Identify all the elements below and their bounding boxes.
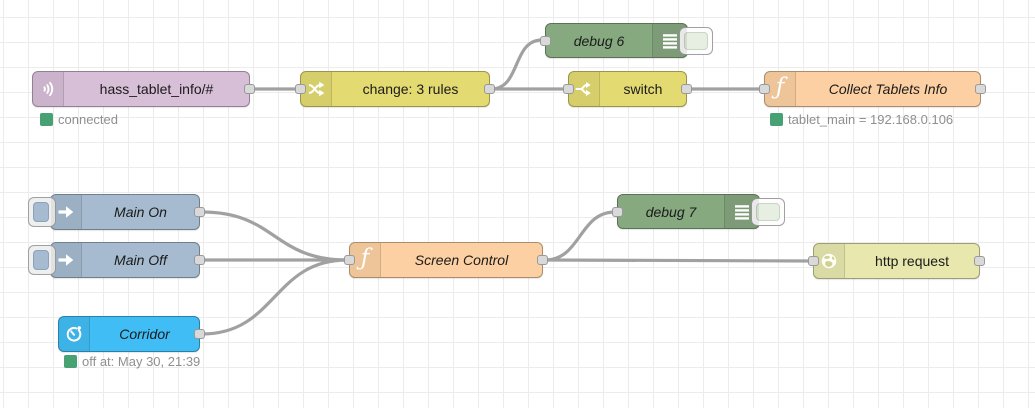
node-label: Screen Control xyxy=(414,252,509,268)
timer-icon xyxy=(59,317,90,351)
status-dot-icon xyxy=(64,355,77,368)
output-port[interactable] xyxy=(194,255,205,265)
node-label: switch xyxy=(623,81,663,97)
status-dot-icon xyxy=(770,113,783,126)
status-text: connected xyxy=(58,112,118,127)
radio-waves-icon xyxy=(33,72,64,106)
inject-button[interactable] xyxy=(28,197,56,227)
fork-icon xyxy=(569,72,600,106)
input-port[interactable] xyxy=(612,206,623,217)
input-port[interactable] xyxy=(344,255,355,265)
node-main-on[interactable]: Main On xyxy=(28,194,205,230)
inject-button[interactable] xyxy=(28,245,56,275)
node-switch[interactable]: switch xyxy=(563,71,692,107)
function-f-icon: ƒ xyxy=(350,243,381,277)
node-screen-control[interactable]: ƒ Screen Control xyxy=(344,242,548,278)
wire-mainon-to-screencontrol[interactable] xyxy=(200,210,349,262)
output-port[interactable] xyxy=(975,84,986,94)
debug-toggle-button[interactable] xyxy=(679,27,713,55)
output-port[interactable] xyxy=(681,84,692,94)
node-status: tablet_main = 192.168.0.106 xyxy=(770,112,953,127)
wire-change-to-debug6[interactable] xyxy=(489,38,544,91)
inject-arrow-icon xyxy=(51,243,82,277)
debug-toggle-button[interactable] xyxy=(751,198,785,226)
debug-list-icon xyxy=(652,24,687,57)
output-port[interactable] xyxy=(484,84,495,94)
output-port[interactable] xyxy=(244,84,255,94)
inject-button-face xyxy=(33,202,49,222)
node-status: connected xyxy=(40,112,118,127)
node-status: off at: May 30, 21:39 xyxy=(64,354,200,369)
output-port[interactable] xyxy=(194,207,205,217)
node-label: Main On xyxy=(114,204,167,220)
input-port[interactable] xyxy=(540,35,551,46)
wire-screencontrol-to-http[interactable] xyxy=(543,258,814,263)
node-label: hass_tablet_info/# xyxy=(99,81,214,97)
status-text: off at: May 30, 21:39 xyxy=(82,354,201,369)
globe-icon xyxy=(814,244,845,278)
output-port[interactable] xyxy=(974,256,985,266)
node-label: Collect Tablets Info xyxy=(828,81,948,97)
node-corridor[interactable]: Corridor xyxy=(58,316,205,352)
output-port[interactable] xyxy=(537,255,548,265)
node-debug7[interactable]: debug 7 xyxy=(612,194,785,229)
node-http-request[interactable]: http request xyxy=(808,243,985,279)
function-f-icon: ƒ xyxy=(765,72,796,106)
output-port[interactable] xyxy=(194,329,205,339)
inject-button-face xyxy=(33,250,49,270)
node-label: debug 7 xyxy=(645,203,697,220)
wire-corridor-to-screencontrol[interactable] xyxy=(200,258,349,336)
input-port[interactable] xyxy=(563,84,574,94)
node-debug6[interactable]: debug 6 xyxy=(540,23,713,58)
node-label: Corridor xyxy=(119,326,170,342)
input-port[interactable] xyxy=(808,256,819,266)
input-port[interactable] xyxy=(759,84,770,94)
debug-list-icon xyxy=(724,195,759,228)
node-change[interactable]: change: 3 rules xyxy=(295,71,495,107)
input-port[interactable] xyxy=(295,84,306,94)
node-label: Main Off xyxy=(114,252,167,268)
node-label: change: 3 rules xyxy=(362,81,459,97)
shuffle-icon xyxy=(301,72,332,106)
inject-arrow-icon xyxy=(51,195,82,229)
status-text: tablet_main = 192.168.0.106 xyxy=(788,112,954,127)
node-label: http request xyxy=(875,253,949,269)
debug-toggle-state xyxy=(756,203,780,221)
debug-toggle-state xyxy=(684,32,708,50)
node-mqtt-in[interactable]: hass_tablet_info/# xyxy=(32,71,255,107)
node-main-off[interactable]: Main Off xyxy=(28,242,205,278)
status-dot-icon xyxy=(40,113,53,126)
node-label: debug 6 xyxy=(573,32,625,49)
node-collect-tablets-info[interactable]: ƒ Collect Tablets Info xyxy=(759,71,986,107)
wire-screencontrol-to-debug7[interactable] xyxy=(543,210,617,262)
